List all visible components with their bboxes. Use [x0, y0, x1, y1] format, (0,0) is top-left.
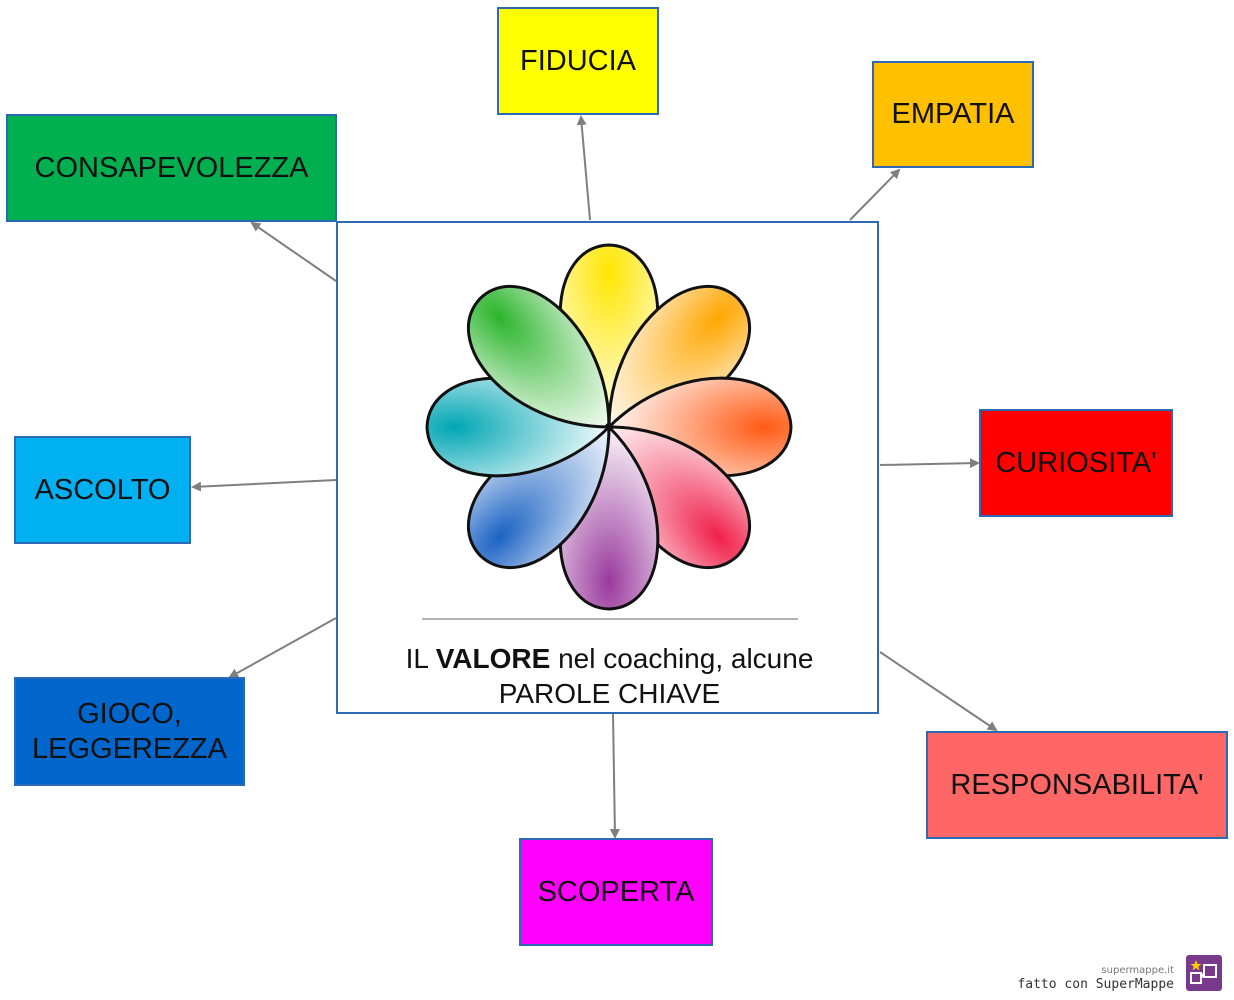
footer-credit-text: fatto con SuperMappe: [1017, 977, 1174, 992]
node-ascolto-label: ASCOLTO: [34, 473, 171, 506]
node-fiducia-label: FIDUCIA: [520, 44, 636, 77]
node-gioco-leggerezza[interactable]: GIOCO, LEGGEREZZA: [14, 677, 245, 786]
supermappe-logo-icon: [1186, 955, 1222, 991]
node-ascolto[interactable]: ASCOLTO: [14, 436, 191, 544]
node-fiducia[interactable]: FIDUCIA: [497, 7, 659, 115]
node-consapevolezza[interactable]: CONSAPEVOLEZZA: [6, 114, 337, 222]
arrow-scoperta: [609, 713, 620, 839]
node-curiosita-label: CURIOSITA': [995, 446, 1157, 479]
node-gioco-label-line1: GIOCO,: [77, 697, 182, 730]
arrow-curiosita: [879, 458, 980, 469]
arrow-gioco: [228, 617, 337, 678]
central-caption-line2: PAROLE CHIAVE: [498, 678, 721, 709]
caption-pre: IL: [405, 643, 428, 674]
node-responsabilita[interactable]: RESPONSABILITA': [926, 731, 1228, 839]
node-consapevolezza-label: CONSAPEVOLEZZA: [34, 151, 309, 184]
arrow-responsabilita: [879, 651, 998, 732]
arrow-consapevolezza: [250, 221, 337, 282]
node-empatia[interactable]: EMPATIA: [872, 61, 1034, 168]
central-caption-line1: IL VALORE nel coaching, alcune: [338, 641, 881, 676]
node-central[interactable]: IL VALORE nel coaching, alcune PAROLE CH…: [336, 221, 879, 714]
arrow-ascolto: [191, 479, 337, 492]
node-responsabilita-label: RESPONSABILITA': [950, 768, 1204, 801]
central-caption: IL VALORE nel coaching, alcune PAROLE CH…: [338, 641, 881, 711]
footer-credit: supermappe.it fatto con SuperMappe: [1017, 955, 1224, 995]
caption-bold: VALORE: [435, 643, 551, 674]
arrow-empatia: [849, 168, 901, 221]
caption-post: nel coaching, alcune: [558, 643, 814, 674]
footer-site: supermappe.it: [1101, 965, 1174, 976]
node-scoperta[interactable]: SCOPERTA: [519, 838, 713, 946]
arrow-fiducia: [576, 115, 591, 221]
flower-icon: [422, 243, 798, 620]
node-curiosita[interactable]: CURIOSITA': [979, 409, 1173, 517]
node-scoperta-label: SCOPERTA: [537, 875, 695, 908]
node-empatia-label: EMPATIA: [891, 98, 1015, 131]
node-gioco-label-line2: LEGGEREZZA: [32, 732, 227, 765]
